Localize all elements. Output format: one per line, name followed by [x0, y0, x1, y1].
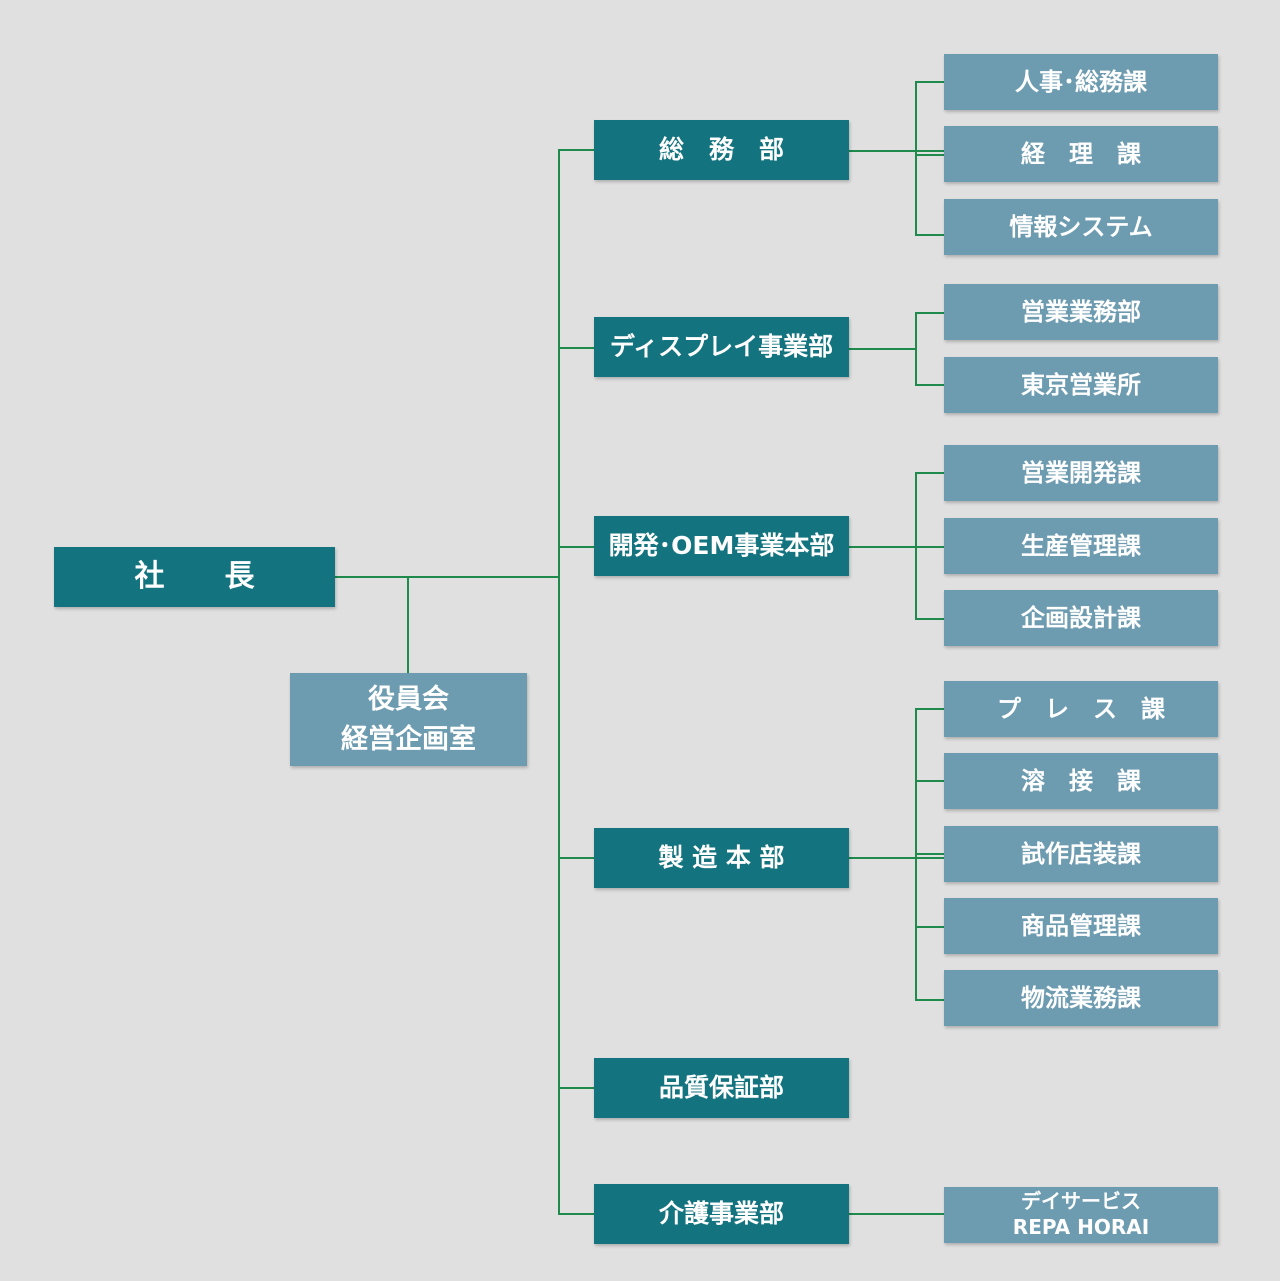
- section-accounting: 経 理 課: [944, 126, 1218, 182]
- section-sales-development: 営業開発課: [944, 445, 1218, 501]
- department-nursing-care: 介護事業部: [594, 1184, 849, 1244]
- section-hr-general: 人事･総務課: [944, 54, 1218, 110]
- department-general-affairs: 総 務 部: [594, 120, 849, 180]
- department-manufacturing: 製 造 本 部: [594, 828, 849, 888]
- department-display: ディスプレイ事業部: [594, 317, 849, 377]
- section-prototype-fixtures: 試作店装課: [944, 826, 1218, 882]
- section-information-systems: 情報システム: [944, 199, 1218, 255]
- department-development-oem: 開発･OEM事業本部: [594, 516, 849, 576]
- section-press: プ レ ス 課: [944, 681, 1218, 737]
- section-planning-design: 企画設計課: [944, 590, 1218, 646]
- section-tokyo-sales-office: 東京営業所: [944, 357, 1218, 413]
- section-logistics: 物流業務課: [944, 970, 1218, 1026]
- section-day-service: デイサービス REPA HORAI: [944, 1187, 1218, 1243]
- board-box: 役員会 経営企画室: [290, 673, 527, 766]
- section-welding: 溶 接 課: [944, 753, 1218, 809]
- section-production-control: 生産管理課: [944, 518, 1218, 574]
- section-sales-operations: 営業業務部: [944, 284, 1218, 340]
- department-quality-assurance: 品質保証部: [594, 1058, 849, 1118]
- section-product-management: 商品管理課: [944, 898, 1218, 954]
- president-box: 社 長: [54, 547, 335, 607]
